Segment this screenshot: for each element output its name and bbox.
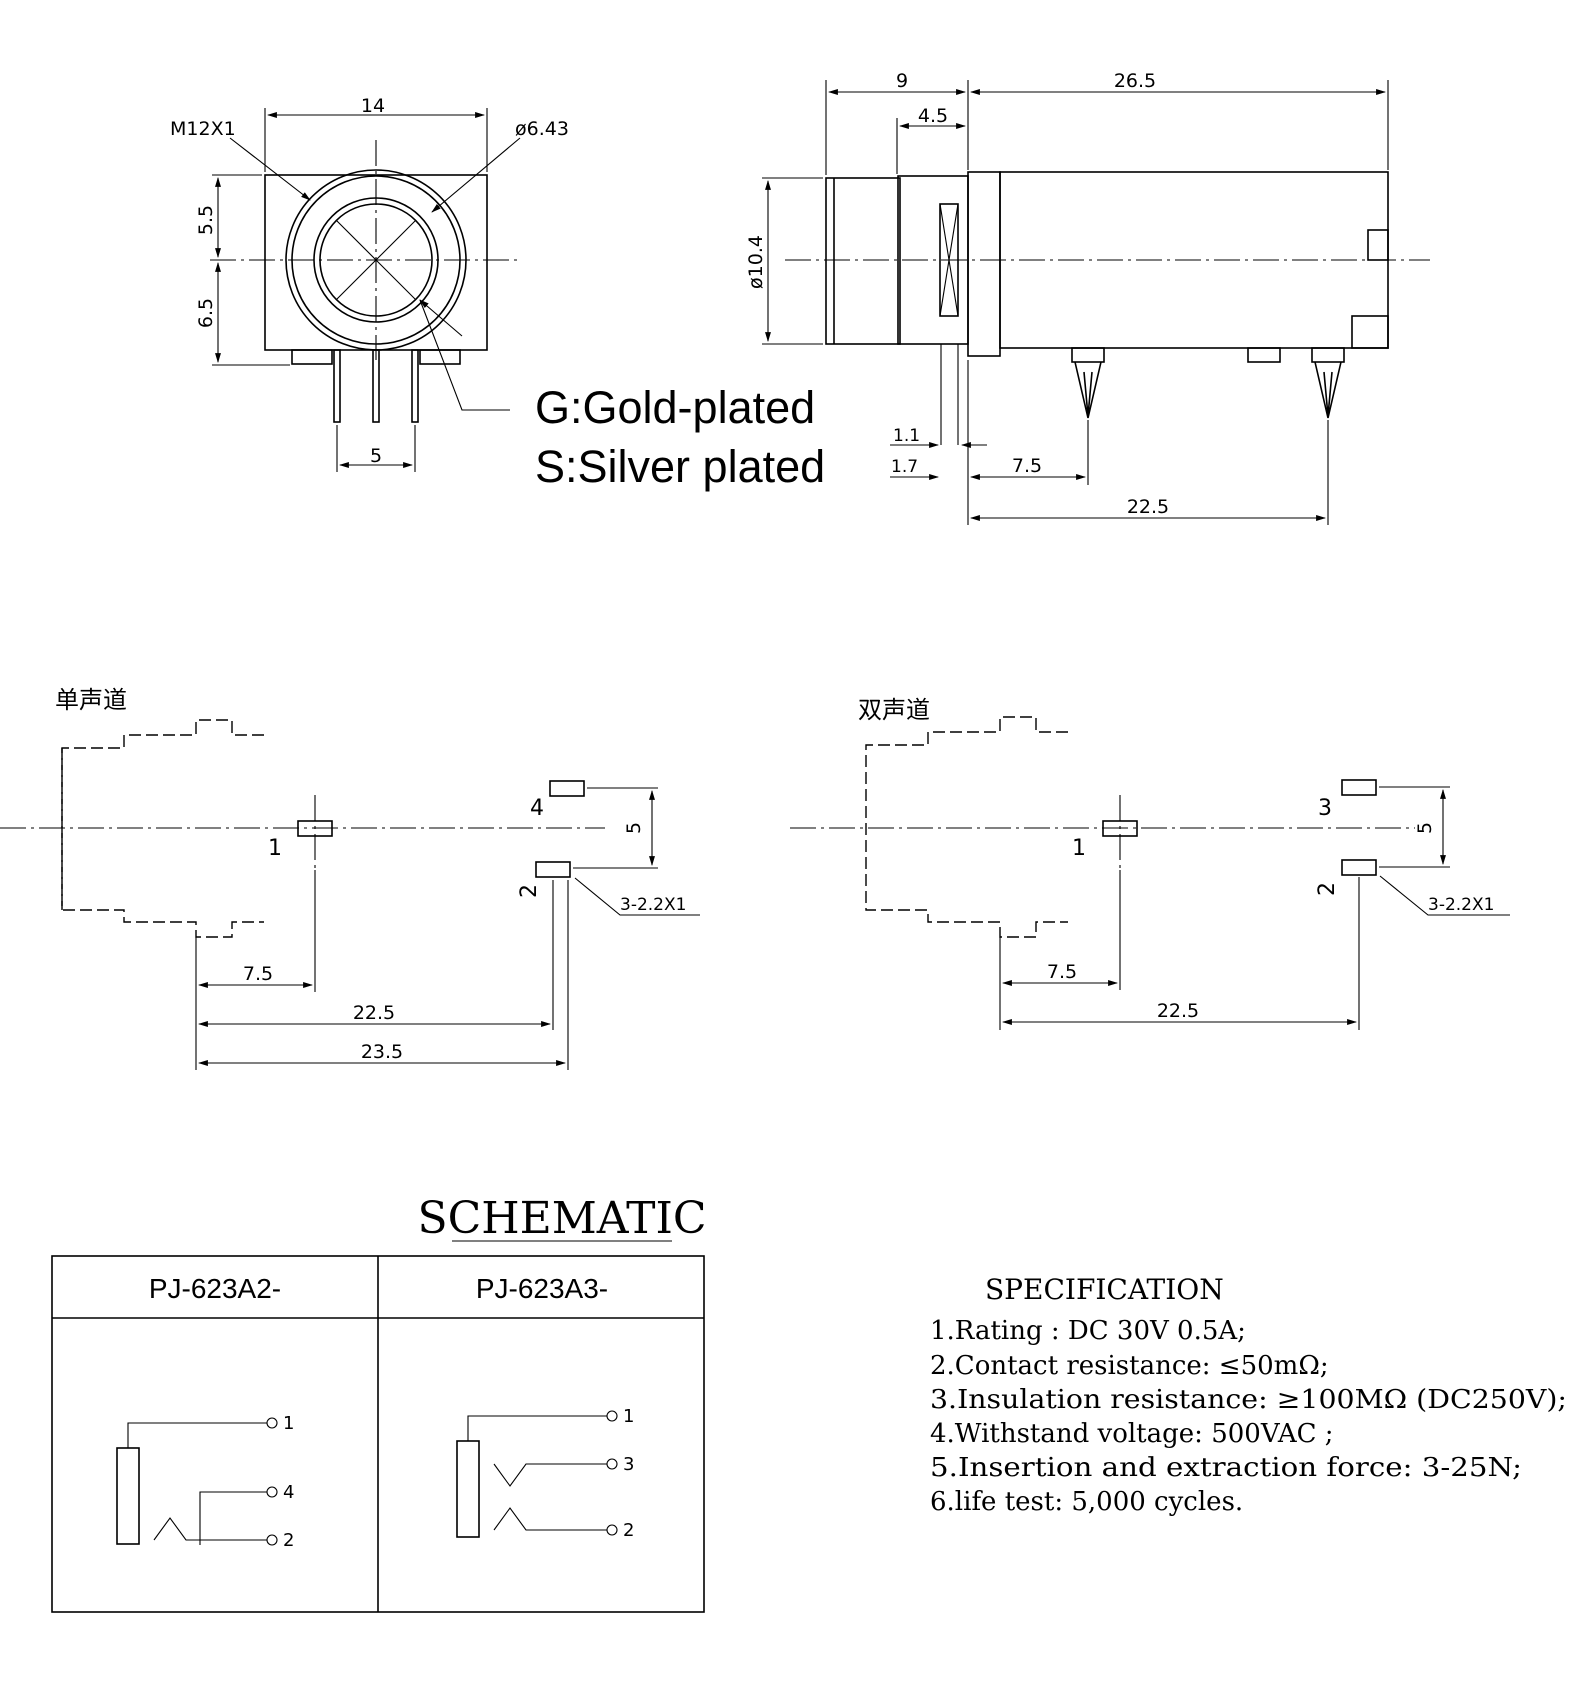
mono-pin4: 4 <box>530 796 544 821</box>
spec-item-6: 6.life test: 5,000 cycles. <box>930 1487 1243 1517</box>
mono-layout: 单声道 1 4 2 5 3-2.2X1 7.5 22.5 23.5 <box>0 686 700 1070</box>
dim-pin-pitch: 5 <box>370 445 382 467</box>
dim-front-9: 9 <box>896 70 908 92</box>
diameter-label: ø6.43 <box>515 118 569 140</box>
dim-7-5: 7.5 <box>1012 455 1042 477</box>
a2-pin-2: 2 <box>283 1530 294 1551</box>
a2-pin-1: 1 <box>283 1413 294 1434</box>
spec-item-1: 1.Rating : DC 30V 0.5A; <box>930 1316 1246 1346</box>
gold-plated-label: G:Gold-plated <box>535 382 815 433</box>
schematic-col-a3: PJ-623A3- <box>476 1273 608 1304</box>
stereo-pin2: 2 <box>1315 882 1340 896</box>
schematic: SCHEMATIC PJ-623A2- PJ-623A3- 1 4 2 1 3 … <box>51 1193 707 1613</box>
stereo-dim-spacing: 5 <box>1414 822 1436 834</box>
side-view: 9 26.5 4.5 ø10.4 1.1 1.7 7.5 22.5 <box>745 70 1430 525</box>
dim-1-1: 1.1 <box>893 426 920 446</box>
schematic-col-a2: PJ-623A2- <box>149 1273 281 1304</box>
dim-width-14: 14 <box>361 95 385 117</box>
mono-dim-spacing: 5 <box>623 822 645 834</box>
spec-item-5: 5.Insertion and extraction force: 3-25N; <box>930 1453 1522 1483</box>
silver-plated-label: S:Silver plated <box>535 441 825 492</box>
stereo-dim-22-5: 22.5 <box>1157 1000 1199 1022</box>
a3-pin-1: 1 <box>623 1406 634 1427</box>
diameter-10-4: ø10.4 <box>745 235 767 289</box>
stereo-title: 双声道 <box>858 696 930 724</box>
stereo-layout: 双声道 1 3 2 5 3-2.2X1 7.5 22.5 <box>790 696 1510 1030</box>
mono-hole-note: 3-2.2X1 <box>620 895 686 915</box>
dim-body-26-5: 26.5 <box>1114 70 1156 92</box>
thread-label: M12X1 <box>170 118 236 140</box>
schematic-title: SCHEMATIC <box>417 1193 706 1244</box>
dim-upper-5-5: 5.5 <box>195 205 217 235</box>
mono-pin2: 2 <box>517 884 542 898</box>
stereo-pin1: 1 <box>1072 836 1086 861</box>
spec-item-3: 3.Insulation resistance: ≥100MΩ (DC250V)… <box>930 1385 1567 1415</box>
dim-22-5: 22.5 <box>1127 496 1169 518</box>
dim-1-7: 1.7 <box>891 457 918 477</box>
spec-item-2: 2.Contact resistance: ≤50mΩ; <box>930 1351 1329 1381</box>
spec-title: SPECIFICATION <box>985 1273 1224 1306</box>
mono-dim-23-5: 23.5 <box>361 1041 403 1063</box>
dim-flange-4-5: 4.5 <box>918 105 948 127</box>
a3-pin-3: 3 <box>623 1454 634 1475</box>
spec-item-4: 4.Withstand voltage: 500VAC ; <box>930 1419 1334 1449</box>
front-view: 14 M12X1 ø6.43 5.5 6.5 5 <box>170 95 569 472</box>
stereo-dim-7-5: 7.5 <box>1047 961 1077 983</box>
a3-pin-2: 2 <box>623 1520 634 1541</box>
stereo-pin3: 3 <box>1318 796 1332 821</box>
mono-title: 单声道 <box>55 686 127 714</box>
specification: SPECIFICATION 1.Rating : DC 30V 0.5A; 2.… <box>930 1273 1567 1517</box>
dim-lower-6-5: 6.5 <box>195 298 217 328</box>
mono-dim-22-5: 22.5 <box>353 1002 395 1024</box>
stereo-hole-note: 3-2.2X1 <box>1428 895 1494 915</box>
mono-pin1: 1 <box>268 836 282 861</box>
a2-pin-4: 4 <box>283 1482 294 1503</box>
mono-dim-7-5: 7.5 <box>243 963 273 985</box>
